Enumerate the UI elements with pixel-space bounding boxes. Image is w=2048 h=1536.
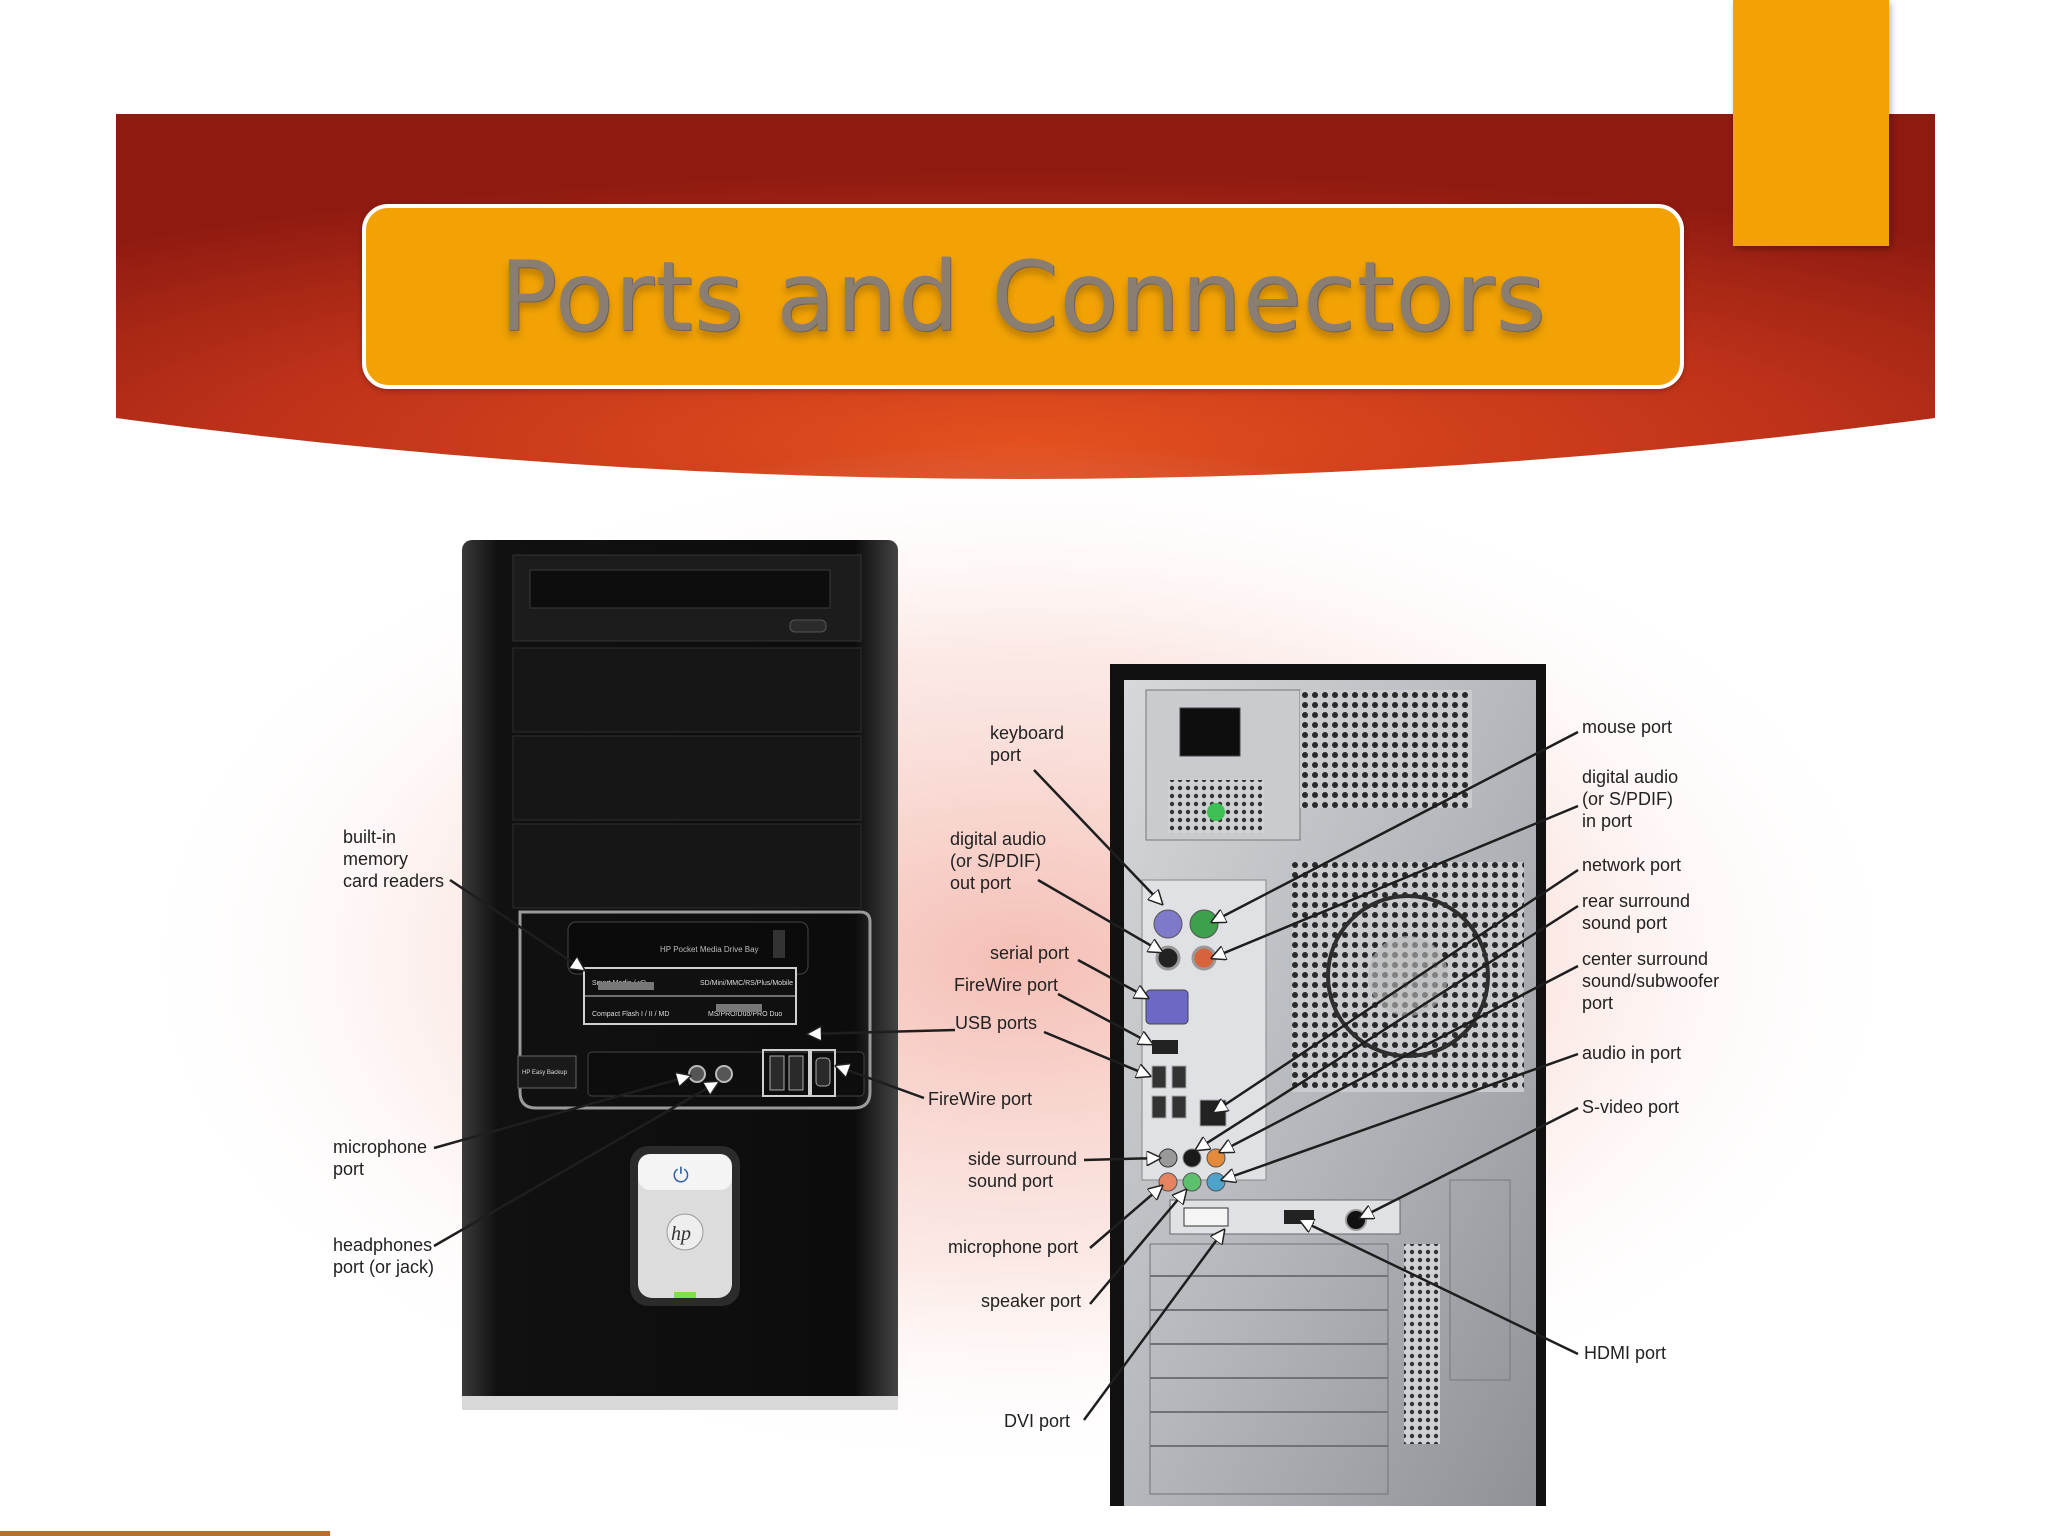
page-title: Ports and Connectors	[499, 240, 1547, 353]
label-dvi-port: DVI port	[1004, 1411, 1071, 1431]
front-headphone-jack	[715, 1065, 733, 1083]
label-spdif-out-port: digital audio (or S/PDIF) out port	[950, 829, 1047, 893]
reader-label: MS/PRO/Duo/PRO Duo	[708, 1011, 782, 1018]
dvi-port	[1183, 1207, 1229, 1227]
speaker-jack	[1182, 1172, 1202, 1192]
label-audio-in-port: audio in port	[1582, 1043, 1682, 1063]
reader-label: SD/Mini/MMC/RS/Plus/Mobile	[700, 980, 793, 987]
label-mouse-port: mouse port	[1582, 717, 1673, 737]
label-network-port: network port	[1582, 855, 1682, 875]
rear-usb-port	[1151, 1065, 1167, 1089]
bay-label: HP Pocket Media Drive Bay	[660, 945, 759, 954]
rear-firewire-port	[1152, 1040, 1178, 1054]
label-headphones-port: headphones port (or jack)	[333, 1235, 435, 1277]
rear-usb-port	[1171, 1095, 1187, 1119]
mouse-ps2-port	[1189, 909, 1219, 939]
front-tower: HP Pocket Media Drive Bay Smart Media / …	[462, 540, 898, 1410]
microphone-rear-jack	[1158, 1172, 1178, 1192]
hp-logo-icon: hp	[671, 1223, 691, 1245]
rear-usb-port	[1151, 1095, 1167, 1119]
label-front-microphone-port: microphone port	[333, 1137, 428, 1179]
center-surround-jack	[1206, 1148, 1226, 1168]
label-spdif-in-port: digital audio (or S/PDIF) in port	[1582, 767, 1679, 831]
label-serial-port: serial port	[990, 943, 1070, 963]
hdmi-port	[1284, 1210, 1314, 1224]
front-microphone-jack	[688, 1065, 706, 1083]
side-surround-jack	[1158, 1148, 1178, 1168]
easy-backup-label: HP Easy Backup	[522, 1070, 568, 1076]
leader-lines	[433, 730, 1579, 1421]
label-side-surround-port: side surround sound port	[968, 1149, 1078, 1191]
label-keyboard-port: keyboard port	[990, 723, 1065, 765]
label-svideo-port: S-video port	[1582, 1097, 1680, 1117]
rear-surround-jack	[1182, 1148, 1202, 1168]
front-firewire-port	[815, 1057, 831, 1087]
label-rear-surround-port: rear surround sound port	[1582, 891, 1691, 933]
accent-corner-block	[1733, 0, 1889, 246]
label-card-readers: built-in memory card readers	[343, 827, 445, 891]
label-firewire-rear-port: FireWire port	[954, 975, 1059, 995]
front-usb-port	[769, 1055, 785, 1091]
network-port	[1199, 1099, 1227, 1127]
title-box: Ports and Connectors	[362, 204, 1684, 389]
front-usb-port	[788, 1055, 804, 1091]
label-usb-ports: USB ports	[955, 1013, 1038, 1033]
spdif-in-jack	[1191, 945, 1217, 971]
footer-accent-line	[0, 1531, 330, 1536]
label-speaker-port: speaker port	[981, 1291, 1082, 1311]
svideo-port	[1345, 1209, 1367, 1231]
label-hdmi-port: HDMI port	[1584, 1343, 1667, 1363]
audio-in-jack	[1206, 1172, 1226, 1192]
keyboard-ps2-port	[1153, 909, 1183, 939]
label-firewire-front-port: FireWire port	[928, 1089, 1033, 1109]
reader-label: Compact Flash I / II / MD	[592, 1011, 669, 1018]
power-icon: ⏻	[673, 1163, 689, 1187]
rear-usb-port	[1171, 1065, 1187, 1089]
rear-tower	[1110, 664, 1546, 1506]
serial-port	[1145, 989, 1189, 1025]
label-microphone-rear-port: microphone port	[948, 1237, 1079, 1257]
label-center-surround-port: center surround sound/subwoofer port	[1582, 949, 1720, 1013]
